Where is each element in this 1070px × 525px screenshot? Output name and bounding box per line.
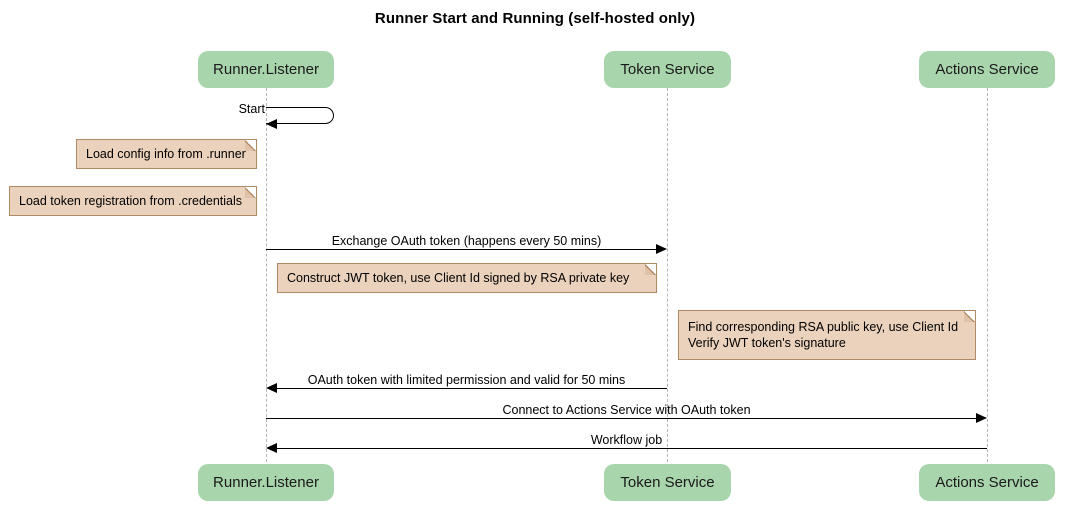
message-label-oauth-token-reply: OAuth token with limited permission and … [307, 373, 626, 387]
participant-runner-listener-top[interactable]: Runner.Listener [198, 51, 334, 88]
note-load-token-registration: Load token registration from .credential… [9, 186, 257, 216]
participant-label: Token Service [620, 474, 715, 491]
note-fold-corner-icon [645, 264, 656, 275]
note-text: Load token registration from .credential… [19, 194, 243, 208]
note-fold-corner-icon [245, 140, 256, 151]
message-arrowhead-workflow-job [266, 442, 277, 453]
lifeline-actions-service [987, 88, 988, 462]
message-label-start: Start [238, 102, 265, 116]
participant-token-service-top[interactable]: Token Service [604, 51, 731, 88]
message-self-loop-start [266, 107, 334, 124]
message-line-connect-actions-service [266, 418, 976, 419]
note-load-config: Load config info from .runner [76, 139, 257, 169]
participant-actions-service-bottom[interactable]: Actions Service [919, 464, 1055, 501]
note-text: Construct JWT token, use Client Id signe… [287, 271, 630, 285]
participant-label: Actions Service [935, 61, 1039, 78]
message-arrowhead-start [266, 118, 277, 129]
note-fold-corner-icon [964, 311, 975, 322]
participant-label: Actions Service [935, 474, 1039, 491]
diagram-title: Runner Start and Running (self-hosted on… [374, 10, 696, 27]
participant-runner-listener-bottom[interactable]: Runner.Listener [198, 464, 334, 501]
message-label-connect-actions-service: Connect to Actions Service with OAuth to… [502, 403, 751, 417]
lifeline-runner-listener [266, 88, 267, 462]
note-text: Load config info from .runner [86, 147, 246, 161]
note-verify-jwt: Find corresponding RSA public key, use C… [678, 310, 976, 360]
message-line-oauth-token-reply [277, 388, 667, 389]
message-line-exchange-oauth-token [266, 249, 656, 250]
participant-token-service-bottom[interactable]: Token Service [604, 464, 731, 501]
note-construct-jwt: Construct JWT token, use Client Id signe… [277, 263, 657, 293]
message-label-workflow-job: Workflow job [590, 433, 663, 447]
participant-actions-service-top[interactable]: Actions Service [919, 51, 1055, 88]
message-arrowhead-connect-actions-service [976, 412, 987, 423]
participant-label: Runner.Listener [213, 474, 319, 491]
participant-label: Token Service [620, 61, 715, 78]
note-fold-corner-icon [245, 187, 256, 198]
message-arrowhead-oauth-token-reply [266, 382, 277, 393]
participant-label: Runner.Listener [213, 61, 319, 78]
message-arrowhead-exchange-oauth-token [656, 243, 667, 254]
message-line-workflow-job [277, 448, 987, 449]
lifeline-token-service [667, 88, 668, 462]
note-text: Find corresponding RSA public key, use C… [688, 320, 959, 350]
message-label-exchange-oauth-token: Exchange OAuth token (happens every 50 m… [331, 234, 602, 248]
